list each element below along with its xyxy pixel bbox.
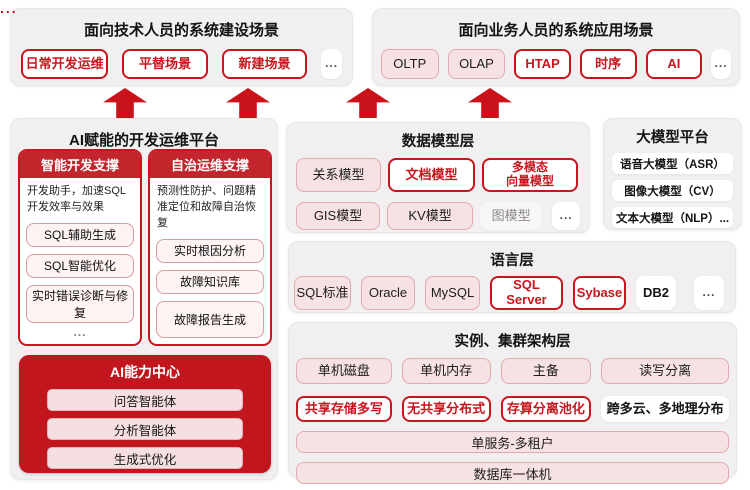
tech-scenario-title: 面向技术人员的系统建设场景 [83, 22, 279, 39]
ai-capability-center-panel: AI能力中心 问答智能体 分析智能体 生成式优化 [19, 355, 271, 473]
autonomous-ops-support-column: 自治运维支撑 预测性防护、问题精准定位和故障自治恢复 实时根因分析 故障知识库 … [148, 149, 272, 346]
db2-button[interactable]: DB2 [636, 276, 676, 310]
htap-button[interactable]: HTAP [514, 49, 571, 79]
database-appliance-button[interactable]: 数据库一体机 [296, 462, 729, 484]
graph-model-button[interactable]: 图模型 [480, 202, 543, 230]
oltp-button[interactable]: OLTP [381, 49, 439, 79]
smart-dev-support-desc: 开发助手，加速SQL开发效率与效果 [27, 185, 127, 213]
single-node-memory-button[interactable]: 单机内存 [401, 358, 491, 384]
cv-model-button[interactable]: 图像大模型（CV） [612, 180, 733, 201]
sql-server-button[interactable]: SQL Server [490, 276, 563, 310]
multimodal-vector-model-button[interactable]: 多模态 向量模型 [482, 158, 578, 192]
ai-devops-platform-title: AI赋能的开发运维平台 [68, 132, 219, 149]
autonomous-ops-support-header: 自治运维支撑 [150, 151, 270, 178]
single-service-multi-tenant-button[interactable]: 单服务-多租户 [296, 431, 729, 453]
autonomous-ops-support-desc: 预测性防护、问题精准定位和故障自治恢复 [157, 185, 256, 229]
shared-nothing-distributed-button[interactable]: 无共享分布式 [401, 396, 491, 422]
business-scenario-panel: 面向业务人员的系统应用场景 OLTP OLAP HTAP 时序 AI ... [372, 8, 740, 86]
up-arrow-icon [346, 88, 390, 118]
ellipsis-dots: ... [150, 338, 270, 344]
shared-storage-multiwrite-button[interactable]: 共享存储多写 [296, 396, 392, 422]
sql-assist-generation-chip[interactable]: SQL辅助生成 [26, 222, 134, 247]
business-scenario-buttons: OLTP OLAP HTAP 时序 AI ... [373, 49, 739, 79]
fault-report-generation-chip[interactable]: 故障报告生成 [156, 300, 264, 338]
more-button[interactable]: ... [321, 49, 342, 79]
business-scenario-title: 面向业务人员的系统应用场景 [458, 22, 654, 39]
more-button[interactable]: ... [711, 49, 731, 79]
ai-devops-platform-panel: AI赋能的开发运维平台 智能开发支撑 开发助手，加速SQL开发效率与效果 SQL… [10, 118, 278, 480]
cluster-architecture-layer-title: 实例、集群架构层 [454, 334, 571, 350]
gis-model-button[interactable]: GIS模型 [296, 202, 381, 230]
language-layer-panel: 语言层 SQL标准 Oracle MySQL SQL Server Sybase… [288, 241, 736, 313]
new-scenario-button[interactable]: 新建场景 [221, 49, 308, 79]
llm-platform-panel: 大模型平台 语音大模型（ASR） 图像大模型（CV） 文本大模型（NLP）... [603, 118, 742, 230]
language-layer-buttons: SQL标准 Oracle MySQL SQL Server Sybase DB2… [289, 276, 735, 310]
read-write-splitting-button[interactable]: 读写分离 [601, 358, 730, 384]
ellipsis-dots: ... [0, 0, 18, 16]
cluster-architecture-layer-panel: 实例、集群架构层 单机磁盘 单机内存 主备 读写分离 共享存储多写 无共享分布式… [288, 322, 737, 484]
more-button[interactable]: ... [694, 276, 724, 310]
ellipsis-dots: ... [73, 325, 87, 339]
olap-button[interactable]: OLAP [447, 49, 506, 79]
daily-devops-button[interactable]: 日常开发运维 [21, 49, 109, 79]
language-layer-title: 语言层 [490, 253, 534, 269]
relational-model-button[interactable]: 关系模型 [296, 158, 381, 192]
sybase-button[interactable]: Sybase [573, 276, 626, 310]
sql-standard-button[interactable]: SQL标准 [294, 276, 351, 310]
qa-agent-chip[interactable]: 问答智能体 [47, 389, 243, 411]
fault-knowledge-base-chip[interactable]: 故障知识库 [156, 269, 264, 294]
storage-compute-separation-button[interactable]: 存算分离池化 [500, 396, 592, 422]
data-model-layer-panel: 数据模型层 关系模型 文档模型 多模态 向量模型 GIS模型 KV模型 图模型 … [286, 122, 590, 233]
up-arrow-icon [468, 88, 512, 118]
realtime-root-cause-chip[interactable]: 实时根因分析 [156, 238, 264, 263]
up-arrow-icon [103, 88, 147, 118]
smart-dev-support-column: 智能开发支撑 开发助手，加速SQL开发效率与效果 SQL辅助生成 SQL智能优化… [18, 149, 142, 346]
generative-optimization-chip[interactable]: 生成式优化 [47, 447, 243, 469]
smart-dev-support-header: 智能开发支撑 [20, 151, 140, 178]
tech-scenario-buttons: 日常开发运维 平替场景 新建场景 ... [11, 49, 352, 79]
replace-scenario-button[interactable]: 平替场景 [122, 49, 208, 79]
timeseries-button[interactable]: 时序 [579, 49, 637, 79]
sql-smart-optimization-chip[interactable]: SQL智能优化 [26, 253, 134, 278]
analysis-agent-chip[interactable]: 分析智能体 [47, 418, 243, 440]
up-arrow-icon [226, 88, 270, 118]
document-model-button[interactable]: 文档模型 [388, 158, 475, 192]
more-button[interactable]: ... [552, 202, 580, 230]
ai-scenario-button[interactable]: AI [645, 49, 703, 79]
kv-model-button[interactable]: KV模型 [387, 202, 474, 230]
cluster-row-1: 单机磁盘 单机内存 主备 读写分离 [289, 358, 736, 384]
tech-scenario-panel: 面向技术人员的系统建设场景 日常开发运维 平替场景 新建场景 ... [10, 8, 353, 86]
data-model-row-1: 关系模型 文档模型 多模态 向量模型 [287, 158, 589, 192]
nlp-model-button[interactable]: 文本大模型（NLP）... [612, 207, 733, 228]
data-model-layer-title: 数据模型层 [401, 134, 475, 150]
data-model-row-2: GIS模型 KV模型 图模型 ... [287, 202, 589, 230]
primary-standby-button[interactable]: 主备 [500, 358, 592, 384]
multi-cloud-geo-distribution-button[interactable]: 跨多云、多地理分布 [601, 396, 729, 422]
mysql-button[interactable]: MySQL [425, 276, 480, 310]
cluster-row-2: 共享存储多写 无共享分布式 存算分离池化 跨多云、多地理分布 [289, 396, 736, 422]
ai-capability-center-title: AI能力中心 [110, 364, 180, 380]
realtime-error-diagnosis-chip[interactable]: 实时错误诊断与修复 [26, 284, 134, 323]
oracle-button[interactable]: Oracle [361, 276, 415, 310]
asr-model-button[interactable]: 语音大模型（ASR） [612, 153, 733, 174]
llm-platform-title: 大模型平台 [636, 130, 709, 146]
single-node-disk-button[interactable]: 单机磁盘 [296, 358, 392, 384]
